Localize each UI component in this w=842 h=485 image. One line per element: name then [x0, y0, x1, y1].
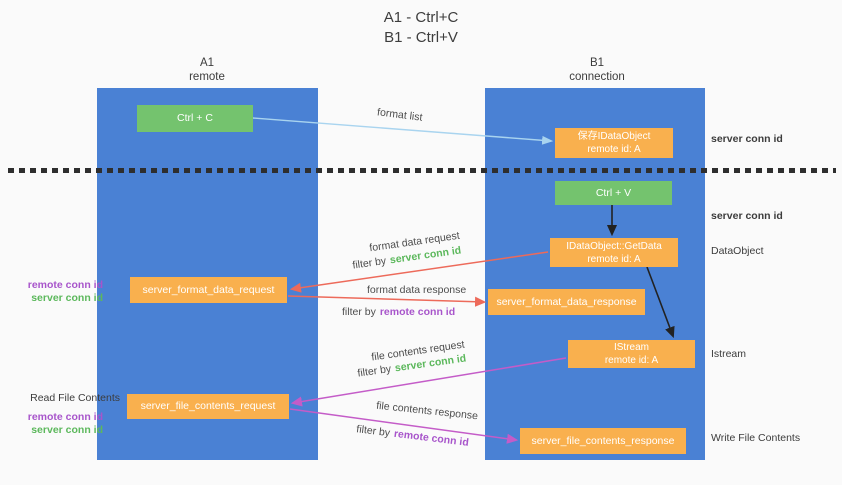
filter-by-text: filter by	[351, 254, 387, 272]
node-istream-line2: remote id: A	[604, 355, 659, 366]
filter-by-text: filter by	[355, 423, 391, 440]
node-ctrl-c: Ctrl + C	[137, 105, 253, 132]
node-server-format-data-request-label: server_format_data_request	[142, 283, 275, 296]
annotation-server-conn-id-top: server conn id	[711, 133, 783, 145]
remote-conn-id-text: remote conn id	[379, 306, 456, 318]
node-save-dataobject-line1: 保存IDataObject	[577, 131, 651, 142]
node-ctrl-c-label: Ctrl + C	[177, 112, 213, 124]
diagram-title: A1 - Ctrl+C B1 - Ctrl+V	[0, 8, 842, 48]
node-getdata-line2: remote id: A	[587, 253, 641, 265]
node-getdata-line1: IDataObject::GetData	[566, 240, 662, 252]
annotation-remote-conn-id: remote conn id	[27, 279, 103, 291]
node-server-format-data-response-label: server_format_data_response	[496, 295, 637, 308]
annotation-server-conn-id: server conn id	[31, 292, 103, 304]
annotation-write-file-contents: Write File Contents	[711, 432, 801, 444]
annotation-server-conn-id: server conn id	[31, 424, 103, 436]
node-save-dataobject-line2: remote id: A	[587, 144, 641, 155]
title-line-1: A1 - Ctrl+C	[383, 9, 459, 26]
node-server-format-data-request: server_format_data_request	[130, 277, 287, 303]
node-server-file-contents-response-label: server_file_contents_response	[531, 434, 675, 447]
column-a-id: A1	[199, 57, 215, 69]
filter-by-text: filter by	[342, 306, 376, 318]
node-istream-line1: IStream	[613, 342, 649, 353]
annotation-conn-ids-bottom: remote conn id server conn id	[0, 411, 103, 437]
annotation-remote-conn-id: remote conn id	[27, 411, 103, 423]
phase-separator-dotted-line	[8, 168, 836, 173]
node-server-file-contents-request-label: server_file_contents_request	[140, 400, 276, 412]
label-file-contents-response: file contents response	[375, 399, 479, 423]
annotation-conn-ids-mid: remote conn id server conn id	[0, 279, 103, 305]
node-idataobject-getdata: IDataObject::GetData remote id: A	[550, 238, 678, 267]
remote-conn-id-text: remote conn id	[393, 427, 470, 449]
node-istream: IStream remote id: A	[568, 340, 695, 368]
node-server-file-contents-response: server_file_contents_response	[520, 428, 686, 454]
node-save-dataobject: 保存IDataObject remote id: A	[555, 128, 673, 158]
column-b-id: B1	[589, 57, 605, 69]
node-server-format-data-response: server_format_data_response	[488, 289, 645, 315]
column-b-header: B1 connection	[537, 56, 657, 84]
column-a-header: A1 remote	[147, 56, 267, 84]
title-line-2: B1 - Ctrl+V	[384, 29, 458, 46]
label-format-data-response: format data response	[367, 284, 467, 296]
column-a-name: remote	[189, 71, 225, 83]
annotation-istream: Istream	[711, 348, 747, 360]
node-ctrl-v-label: Ctrl + V	[595, 186, 632, 199]
label-format-list: format list	[376, 106, 424, 124]
filter-by-text: filter by	[356, 362, 392, 380]
annotation-dataobject: DataObject	[711, 245, 764, 257]
node-server-file-contents-request: server_file_contents_request	[127, 394, 289, 419]
column-b-name: connection	[569, 71, 625, 83]
node-ctrl-v: Ctrl + V	[555, 181, 672, 205]
annotation-read-file-contents: Read File Contents	[30, 392, 120, 404]
annotation-server-conn-id-mid: server conn id	[711, 210, 783, 222]
